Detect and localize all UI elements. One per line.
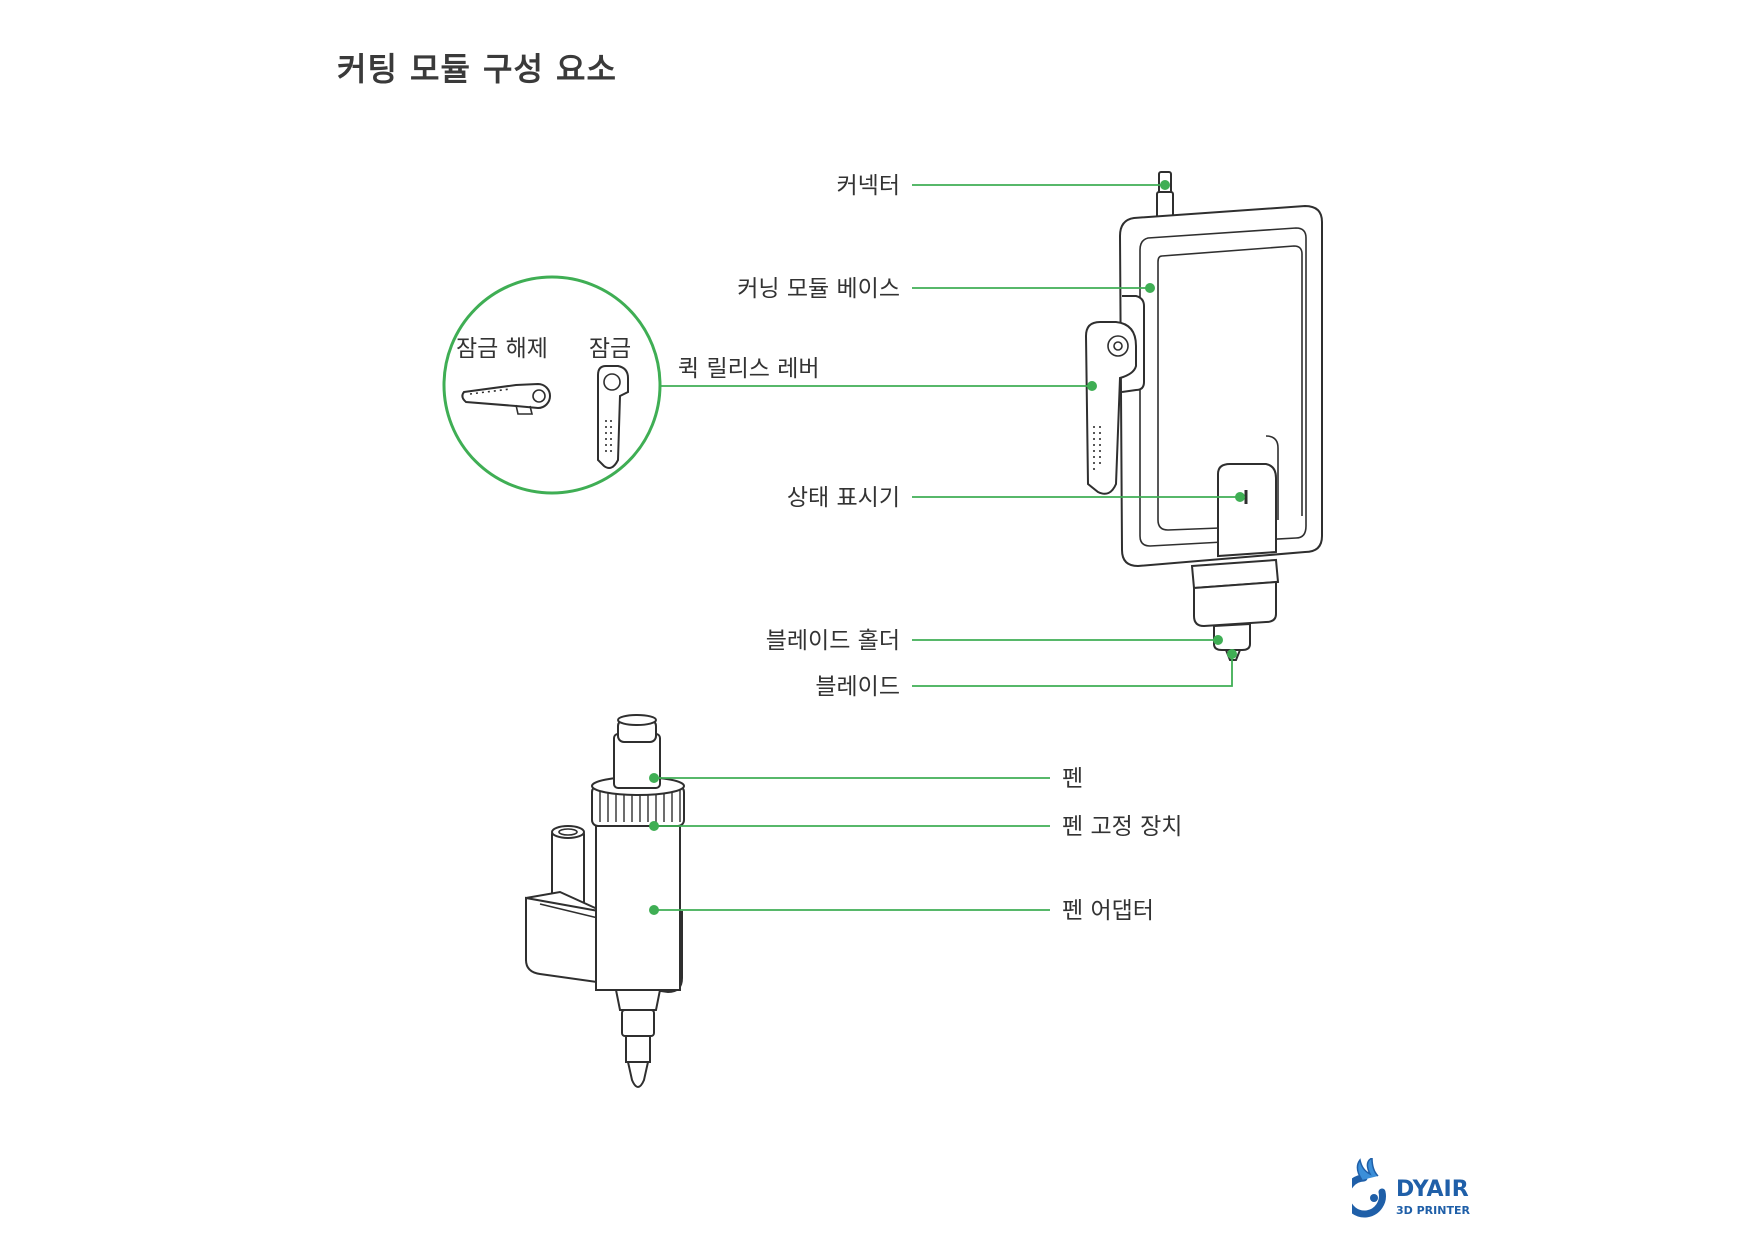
pen-adapter-label: 펜 어댑터 — [1062, 898, 1154, 924]
logo-name: DYAIR — [1396, 1177, 1469, 1202]
callout-pen: 펜 — [649, 766, 1083, 792]
callout-pen-adapter: 펜 어댑터 — [649, 898, 1154, 924]
logo-subtitle: 3D PRINTER — [1396, 1204, 1470, 1217]
pen-adapter-column — [595, 821, 681, 991]
locked-lever-icon — [597, 365, 629, 469]
cutting-module-illustration — [1084, 171, 1323, 661]
blade-holder — [1213, 622, 1251, 651]
callout-pen-fixer: 펜 고정 장치 — [649, 814, 1182, 840]
blade-holder-label: 블레이드 홀더 — [766, 628, 900, 654]
blade-label: 블레이드 — [815, 674, 900, 700]
connector-label: 커넥터 — [837, 173, 900, 199]
pen-module-illustration — [525, 714, 685, 1088]
dyair-logo: DYAIR 3D PRINTER — [1352, 1158, 1470, 1218]
inset-lock-label: 잠금 — [589, 336, 631, 362]
callout-status: 상태 표시기 — [787, 485, 1245, 511]
unlocked-lever-icon — [461, 382, 551, 415]
callout-blade-holder: 블레이드 홀더 — [766, 628, 1223, 654]
page-title: 커팅 모듈 구성 요소 — [337, 50, 617, 88]
callout-lever: 퀵 릴리스 레버 — [660, 356, 1097, 391]
blade-holder-collar — [1193, 580, 1277, 628]
base-label: 커닝 모듈 베이스 — [737, 276, 900, 302]
status-indicator-window — [1217, 463, 1277, 558]
callout-connector: 커넥터 — [837, 173, 1170, 199]
lever-state-inset: 잠금 해제 잠금 — [442, 275, 662, 495]
pen-label: 펜 — [1062, 766, 1083, 792]
quick-release-lever — [1084, 321, 1137, 495]
lever-label: 퀵 릴리스 레버 — [678, 356, 820, 382]
callout-blade: 블레이드 — [815, 649, 1237, 700]
dragon-swirl-icon — [1352, 1174, 1386, 1218]
inset-unlock-label: 잠금 해제 — [456, 336, 548, 362]
status-label: 상태 표시기 — [787, 485, 900, 511]
callout-base: 커닝 모듈 베이스 — [737, 276, 1155, 302]
pen-fixer-label: 펜 고정 장치 — [1062, 814, 1182, 840]
